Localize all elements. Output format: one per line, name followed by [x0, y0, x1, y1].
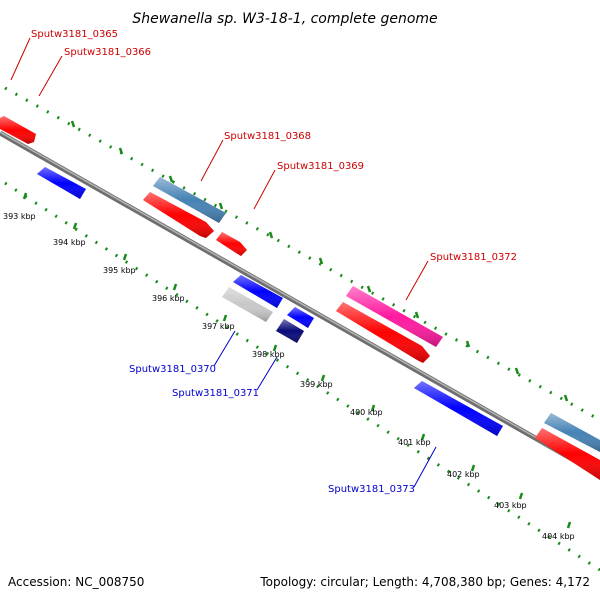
- genome-summary-label: Topology: circular; Length: 4,708,380 bp…: [259, 575, 590, 589]
- gene-arrow-sputw3181-0371[interactable]: [276, 319, 304, 343]
- inner-major-ticks: [22, 192, 572, 529]
- tick-labels: 393 kbp 394 kbp 395 kbp 396 kbp 397 kbp …: [3, 212, 575, 541]
- tick-label: 394 kbp: [53, 238, 86, 247]
- gene-box-right-steelblue[interactable]: [544, 413, 600, 452]
- gene-arrow-sputw3181-0365[interactable]: [0, 116, 36, 144]
- gene-label-sputw3181-0370[interactable]: Sputw3181_0370: [129, 364, 216, 375]
- gene-label-sputw3181-0369[interactable]: Sputw3181_0369: [277, 161, 364, 172]
- tick-label: 404 kbp: [542, 532, 575, 541]
- label-leader-lines: [10, 37, 437, 488]
- accession-label: Accession: NC_008750: [8, 575, 144, 589]
- tick-label: 393 kbp: [3, 212, 36, 221]
- tick-label: 401 kbp: [398, 438, 431, 447]
- tick-label: 397 kbp: [202, 322, 235, 331]
- gene-arrow-small-blue[interactable]: [287, 307, 314, 328]
- gene-arrow-sputw3181-0373[interactable]: [414, 381, 503, 436]
- gene-label-sputw3181-0366[interactable]: Sputw3181_0366: [64, 47, 151, 58]
- gene-label-sputw3181-0373[interactable]: Sputw3181_0373: [328, 484, 415, 495]
- gene-label-sputw3181-0365[interactable]: Sputw3181_0365: [31, 29, 118, 40]
- gene-arrow-left-blue[interactable]: [37, 167, 86, 199]
- tick-label: 395 kbp: [103, 266, 136, 275]
- gene-box-sputw3181-0368-upper[interactable]: [153, 177, 226, 223]
- gene-labels: Sputw3181_0365 Sputw3181_0366 Sputw3181_…: [31, 29, 517, 495]
- tick-label: 396 kbp: [152, 294, 185, 303]
- gene-arrow-right-red[interactable]: [535, 428, 600, 480]
- tick-label: 398 kbp: [252, 350, 285, 359]
- outer-major-ticks: [70, 120, 569, 402]
- map-title: Shewanella sp. W3-18-1, complete genome: [132, 11, 437, 27]
- gene-label-sputw3181-0368[interactable]: Sputw3181_0368: [224, 131, 311, 142]
- inner-tick-track: [4, 181, 600, 572]
- gene-box-sputw3181-0370[interactable]: [222, 287, 273, 322]
- gene-arrow-sputw3181-0368[interactable]: [143, 192, 214, 238]
- genome-backbone-highlight: [0, 131, 600, 475]
- gene-label-sputw3181-0372[interactable]: Sputw3181_0372: [430, 252, 517, 263]
- tick-label: 400 kbp: [350, 408, 383, 417]
- gene-box-sputw3181-0372-pink[interactable]: [346, 286, 443, 347]
- tick-label: 403 kbp: [494, 501, 527, 510]
- tick-label: 399 kbp: [300, 380, 333, 389]
- gene-arrow-sputw3181-0369[interactable]: [216, 232, 247, 256]
- tick-label: 402 kbp: [447, 470, 480, 479]
- gene-arrow-sputw3181-0372[interactable]: [336, 302, 430, 363]
- gene-arrow-sputw3181-0370-blue[interactable]: [233, 275, 283, 308]
- gene-label-sputw3181-0371[interactable]: Sputw3181_0371: [172, 388, 259, 399]
- genome-backbone: [0, 130, 600, 478]
